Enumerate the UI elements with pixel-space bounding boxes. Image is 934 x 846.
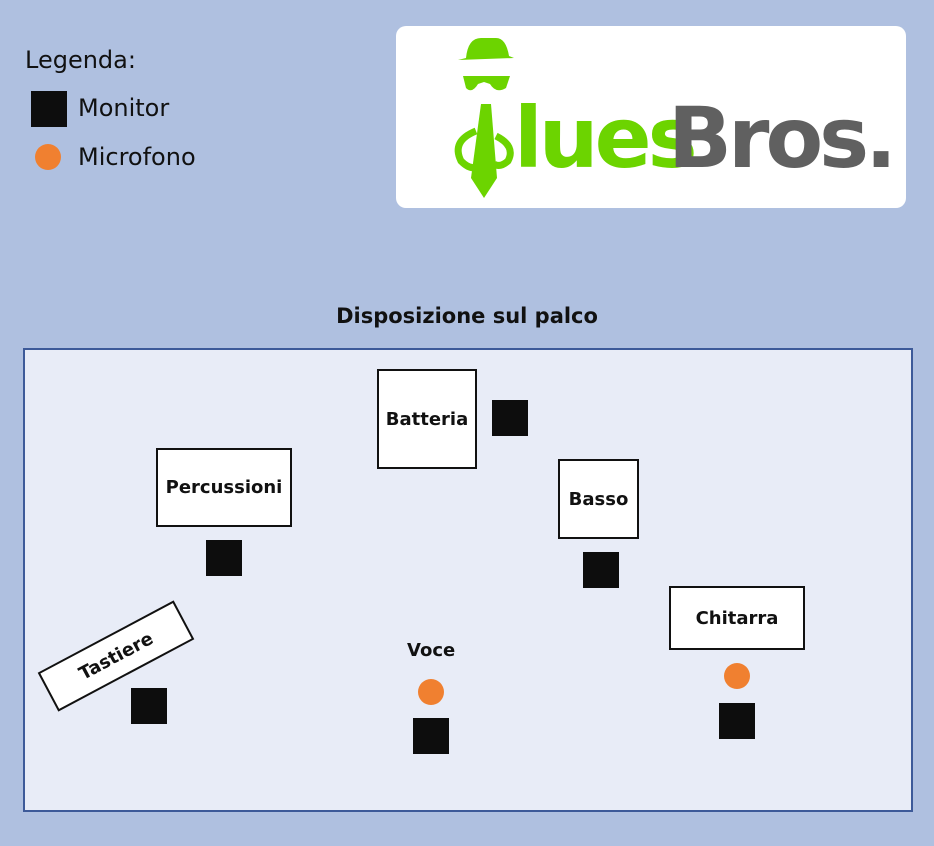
vocals-label: Voce	[407, 640, 456, 661]
logo-figure-icon	[454, 38, 514, 198]
bass-box: Basso	[558, 459, 639, 539]
blues-bros-logo: lues Bros.	[396, 26, 906, 208]
drums-monitor	[492, 400, 528, 436]
stage-area	[23, 348, 913, 812]
legend-title: Legenda:	[25, 46, 136, 74]
percussion-box: Percussioni	[156, 448, 292, 527]
percussion-monitor	[206, 540, 242, 576]
guitar-monitor	[719, 703, 755, 739]
logo-text-green: lues	[514, 89, 698, 187]
vocals-microphone	[418, 679, 444, 705]
keyboards-monitor	[131, 688, 167, 724]
microphone-legend-icon	[35, 144, 61, 170]
drums-box: Batteria	[377, 369, 477, 469]
legend-microphone-label: Microfono	[78, 143, 196, 171]
logo-text-gray: Bros.	[668, 89, 897, 187]
guitar-microphone	[724, 663, 750, 689]
legend-monitor-label: Monitor	[78, 94, 170, 122]
guitar-box: Chitarra	[669, 586, 805, 650]
vocals-monitor	[413, 718, 449, 754]
stage-title: Disposizione sul palco	[336, 304, 598, 328]
monitor-legend-icon	[31, 91, 67, 127]
bass-monitor	[583, 552, 619, 588]
